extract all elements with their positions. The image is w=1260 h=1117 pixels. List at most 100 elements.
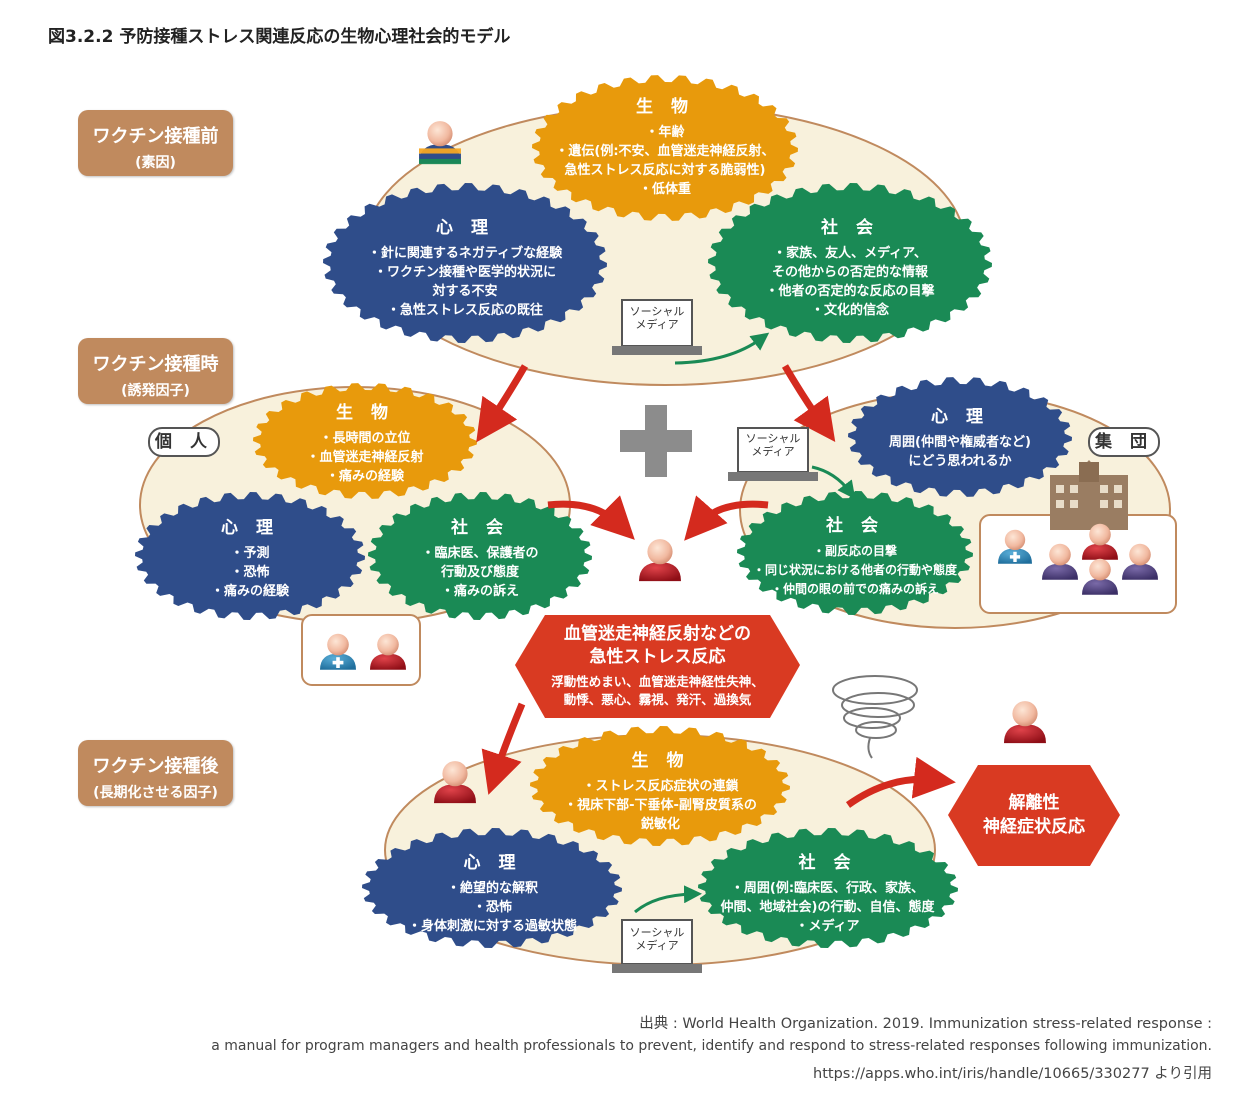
laptop-icon — [612, 919, 702, 973]
laptop-icon — [612, 299, 702, 355]
doctor-icon — [320, 633, 356, 670]
after-soc-line: 仲間、地域社会)の行動、自信、態度 — [720, 900, 935, 915]
person-icon — [1082, 523, 1118, 560]
before-bio-line: ・低体重 — [638, 182, 691, 197]
social-media-label: ソーシャル メディア — [622, 926, 692, 952]
after-soc-line: ・周囲(例:臨床医、行政、家族、 — [730, 881, 925, 896]
arrow-reaction-to-after — [481, 702, 526, 795]
after-psy-line: ・恐怖 — [472, 900, 512, 915]
laptop-icon — [728, 427, 818, 481]
individual-bio-text: 生 物 ・長時間の立位 ・血管迷走神経反射 ・痛みの経験 — [260, 398, 470, 486]
individual-psy-heading: 心 理 — [221, 518, 279, 538]
before-soc-line: ・他者の否定的な反応の目撃 — [765, 284, 935, 299]
before-soc-line: ・家族、友人、メディア、 — [773, 246, 927, 261]
phase-after-label: ワクチン接種後 — [92, 756, 219, 777]
before-bio-line: 急性ストレス反応に対する脆弱性) — [564, 163, 766, 178]
group-psy-heading: 心 理 — [931, 407, 989, 427]
individual-soc-gear — [368, 492, 592, 620]
group-psy-line: 周囲(仲間や権威者など) — [889, 435, 1031, 450]
page-title: 図3.2.2 予防接種ストレス関連反応の生物心理社会的モデル — [48, 27, 511, 47]
acute-stress-text: 血管迷走神経反射などの 急性ストレス反応 浮動性めまい、血管迷走神経性失神、 動… — [530, 623, 785, 709]
dissociative-text: 解離性 神経症状反応 — [950, 791, 1118, 839]
individual-soc-line: ・臨床医、保護者の — [421, 546, 539, 561]
credit-line-2: a manual for program managers and health… — [211, 1038, 1212, 1054]
after-psy-line: ・絶望的な解釈 — [446, 881, 538, 896]
dissociative-line: 解離性 — [1008, 793, 1060, 813]
individual-soc-line: ・痛みの訴え — [440, 584, 519, 599]
individual-bio-heading: 生 物 — [336, 403, 394, 423]
acute-stress-hexagon — [515, 615, 800, 718]
after-soc-line: ・メディア — [795, 919, 860, 934]
person-icon — [1042, 543, 1078, 580]
person-icon — [434, 761, 476, 804]
arrow-after-to-dissociative — [845, 756, 956, 808]
dissociative-line: 神経症状反応 — [983, 817, 1085, 837]
individual-bio-line: ・長時間の立位 — [319, 431, 411, 446]
social-media-label-line: ソーシャル — [745, 432, 801, 445]
individual-psy-text: 心 理 ・予測 ・恐怖 ・痛みの経験 — [145, 513, 355, 601]
after-psy-gear — [362, 828, 622, 948]
before-bio-text: 生 物 ・年齢 ・遺伝(例:不安、血管迷走神経反射、 急性ストレス反応に対する脆… — [540, 92, 790, 199]
before-psy-gear — [323, 183, 607, 343]
group-soc-line: ・同じ状況における他者の行動や態度 — [752, 563, 957, 577]
person-icon — [1122, 543, 1158, 580]
individual-psy-line: ・恐怖 — [230, 565, 270, 580]
acute-stress-detail: 浮動性めまい、血管迷走神経性失神、 — [551, 674, 764, 689]
after-psy-heading: 心 理 — [463, 853, 522, 873]
individual-psy-line: ・痛みの経験 — [210, 584, 289, 599]
acute-stress-title: 血管迷走神経反射などの — [564, 624, 751, 644]
arrow-before-to-group — [781, 364, 836, 443]
individual-psy-gear — [135, 492, 365, 620]
arrow-individual-to-person — [547, 495, 635, 540]
before-psy-line: ・急性ストレス反応の既往 — [386, 303, 543, 318]
dizziness-whirl-icon — [832, 675, 918, 759]
arrow-before-to-individual — [476, 364, 529, 443]
before-soc-heading: 社 会 — [821, 218, 879, 238]
after-soc-heading: 社 会 — [798, 853, 857, 873]
individual-bio-line: ・痛みの経験 — [325, 469, 404, 484]
after-soc-text: 社 会 ・周囲(例:臨床医、行政、家族、 仲間、地域社会)の行動、自信、態度 ・… — [705, 848, 950, 936]
before-psy-line: 対する不安 — [432, 284, 498, 299]
arrow-group-to-person — [684, 495, 769, 541]
individual-tag: 個 人 — [148, 427, 220, 457]
person-icon — [419, 121, 461, 165]
social-media-label: ソーシャル メディア — [738, 432, 808, 458]
credit-line-1: 出典 : World Health Organization. 2019. Im… — [639, 1016, 1212, 1032]
individual-psy-line: ・予測 — [230, 546, 270, 561]
before-psy-heading: 心 理 — [436, 218, 494, 238]
group-psy-line: にどう思われるか — [908, 454, 1012, 469]
arrow-social-media-group — [811, 465, 856, 500]
group-soc-heading: 社 会 — [826, 516, 884, 536]
after-bio-gear — [530, 726, 790, 846]
before-bio-line: ・遺伝(例:不安、血管迷走神経反射、 — [555, 144, 775, 159]
acute-stress-detail: 動悸、悪心、霧視、発汗、過換気 — [563, 692, 752, 707]
group-soc-line: ・副反応の目撃 — [812, 544, 897, 558]
phase-during-sub: (誘発因子) — [121, 383, 190, 399]
after-bio-text: 生 物 ・ストレス反応症状の連鎖 ・視床下部-下垂体-副腎皮質系の 鋭敏化 — [538, 746, 783, 834]
building-icon — [1050, 460, 1128, 530]
before-psy-text: 心 理 ・針に関連するネガティブな経験 ・ワクチン接種や医学的状況に 対する不安… — [340, 213, 590, 320]
doctor-icon — [998, 529, 1032, 564]
after-bio-line: ・ストレス反応症状の連鎖 — [582, 779, 739, 794]
social-media-label: ソーシャル メディア — [622, 305, 692, 331]
before-bio-line: ・年齢 — [645, 125, 685, 140]
plus-icon — [620, 405, 692, 477]
individual-bio-line: ・血管迷走神経反射 — [306, 450, 424, 465]
after-psy-text: 心 理 ・絶望的な解釈 ・恐怖 ・身体刺激に対する過敏状態 — [370, 848, 615, 936]
social-media-label-line: メディア — [751, 445, 795, 458]
before-psy-line: ・針に関連するネガティブな経験 — [367, 246, 563, 261]
before-psy-line: ・ワクチン接種や医学的状況に — [373, 265, 556, 280]
phase-during-badge: ワクチン接種時 (誘発因子) — [78, 338, 233, 404]
before-soc-text: 社 会 ・家族、友人、メディア、 その他からの否定的な情報 ・他者の否定的な反応… — [725, 213, 975, 320]
group-psy-text: 心 理 周囲(仲間や権威者など) にどう思われるか — [855, 402, 1065, 471]
after-bio-heading: 生 物 — [631, 751, 690, 771]
social-media-label-line: ソーシャル — [629, 926, 685, 939]
before-bio-heading: 生 物 — [636, 97, 694, 117]
dissociative-hexagon — [948, 765, 1120, 866]
phase-after-sub: (長期化させる因子) — [93, 785, 218, 801]
after-soc-gear — [698, 828, 958, 948]
before-soc-line: ・文化的信念 — [810, 303, 889, 318]
individual-people-box — [301, 614, 421, 686]
group-soc-line: ・仲間の眼の前での痛みの訴え — [770, 582, 939, 596]
